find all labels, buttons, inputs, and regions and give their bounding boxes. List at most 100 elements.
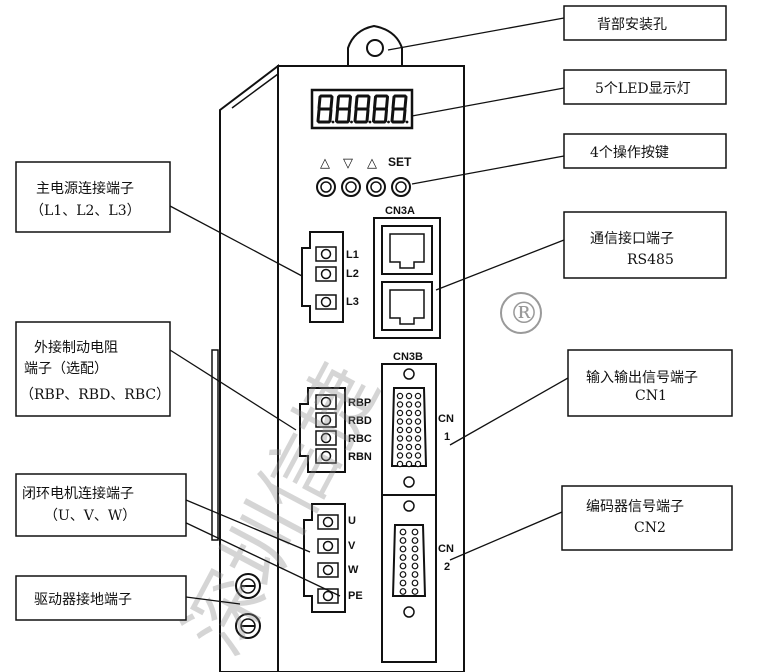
callout-comm-port-line2: RS485 [627,252,674,268]
terminal-screw [315,294,337,310]
callout-main-power-line1: 主电源连接端子 [36,180,134,197]
pin-hole [405,409,413,417]
set-label: SET [388,155,412,169]
pin-hole [396,401,404,408]
callout-comm-port: 通信接口端子 RS485 [563,211,727,279]
callout-buttons-text: 4个操作按键 [590,145,669,161]
cn3b-port: CN3B CN 1 CN 2 [381,351,454,663]
pin-hole [399,545,407,553]
brake-resistor-terminal[interactable] [299,387,346,473]
button-up-2[interactable] [366,177,386,197]
cn3a-port: CN3A [373,205,441,339]
pin-hole [396,418,404,425]
pin-hole [399,528,407,536]
trademark-circle [500,292,542,334]
motor-terminal[interactable] [303,503,346,613]
main-power-terminal[interactable] [301,231,344,323]
callout-mount-hole-text: 背部安装孔 [597,17,667,33]
terminal-screw [317,514,339,530]
button-symbol-down: ▽ [343,156,353,171]
callout-io-port: 输入输出信号端子 CN1 [567,349,733,417]
terminal-screw [315,448,337,464]
pin-hole [399,571,407,578]
callout-io-port-line2: CN1 [635,388,667,404]
leader-lines [169,17,569,605]
pin-hole [396,435,404,442]
pin-hole [411,571,419,578]
pin-hole [411,588,419,595]
pin-hole [399,588,407,595]
callout-io-port-line1: 输入输出信号端子 [586,370,698,386]
pin-hole [405,392,413,400]
pin-hole [414,452,422,459]
rj45-top[interactable] [381,225,433,275]
cn3a-label: CN3A [385,205,415,217]
cn1-label-line1: CN [438,413,454,425]
pin-u: U [348,515,356,527]
pin-rbd: RBD [348,415,372,427]
terminal-screw [315,246,337,262]
pin-hole [405,401,413,408]
cn1-label-line2: 1 [444,431,450,443]
pin-hole [396,460,404,468]
ground-screw-top[interactable] [235,573,261,599]
pin-hole [399,562,407,570]
pin-hole [405,426,413,434]
button-down[interactable] [341,177,361,197]
cn2-label-line1: CN [438,543,454,555]
pin-hole [396,409,404,417]
pin-hole [411,537,419,544]
pin-hole [399,579,407,587]
pin-hole [411,545,419,553]
led-digit [316,94,335,124]
mount-hole [366,39,384,57]
button-set[interactable] [391,177,411,197]
motor-pin-labels: U V W PE [348,515,363,602]
led-digit [372,94,390,124]
button-symbol-up-2: △ [367,156,377,171]
callout-motor: 闭环电机连接端子 （U、V、W） [15,473,187,537]
led-digit [335,94,353,124]
cn1-connector[interactable] [390,368,428,488]
callout-mount-hole: 背部安装孔 [563,5,727,41]
callout-brake-resistor: 外接制动电阻 端子（选配） （RBP、RBD、RBC） [15,321,171,417]
pin-rbc: RBC [348,433,372,445]
pin-hole [414,392,422,400]
pin-pe: PE [348,590,363,602]
pin-hole [405,418,413,425]
pin-hole [396,452,404,459]
terminal-screw [315,394,337,410]
operation-buttons [316,177,411,197]
callout-motor-line1: 闭环电机连接端子 [22,485,134,502]
callout-brake-resistor-line1: 外接制动电阻 [34,339,118,356]
callout-comm-port-line1: 通信接口端子 [590,230,674,247]
rj45-bottom[interactable] [381,281,433,331]
callout-ground: 驱动器接地端子 [15,575,187,621]
callout-motor-line2: （U、V、W） [44,508,136,524]
terminal-screw [315,430,337,446]
button-up-1[interactable] [316,177,336,197]
pin-hole [405,435,413,442]
pin-hole [414,426,422,434]
cn2-label-line2: 2 [444,561,450,573]
pin-hole [399,554,407,561]
terminal-screw [317,588,339,604]
pin-hole [414,418,422,425]
button-symbols: △ ▽ △ SET [320,155,412,171]
pin-hole [405,460,413,468]
pin-hole [414,443,422,451]
pin-hole [411,562,419,570]
pin-hole [411,528,419,536]
ground-screw-bottom[interactable] [235,613,261,639]
pin-hole [405,452,413,459]
callout-encoder-port-line2: CN2 [634,520,666,536]
pin-hole [414,460,422,468]
trademark-symbol: ® [509,296,539,331]
cn3b-label: CN3B [393,351,423,363]
pin-hole [414,401,422,408]
terminal-screw [315,412,337,428]
callout-encoder-port: 编码器信号端子 CN2 [561,485,733,551]
terminal-screw [317,538,339,554]
cn2-connector[interactable] [391,500,427,618]
pin-hole [411,554,419,561]
